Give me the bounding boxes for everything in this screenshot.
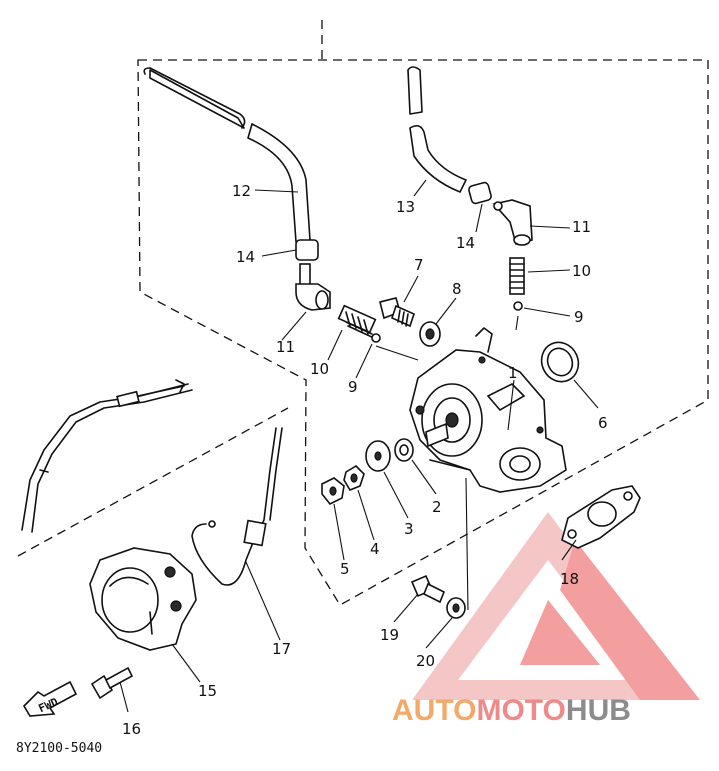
plate-washer-3 <box>365 440 391 472</box>
callout-20: 20 <box>416 652 435 670</box>
clamp-14-left <box>295 239 319 261</box>
callout-9-left: 9 <box>348 378 358 396</box>
callout-18: 18 <box>560 570 579 588</box>
callout-11-left: 11 <box>276 338 295 356</box>
bolt-7 <box>379 297 415 328</box>
watermark-logo-icon <box>412 512 700 700</box>
spring-10-left <box>337 304 377 339</box>
oil-seal-6 <box>540 341 580 383</box>
pump-cover-15 <box>89 547 197 651</box>
callout-19: 19 <box>380 626 399 644</box>
elbow-fitting-11-right <box>492 199 533 246</box>
callout-11-right: 11 <box>572 218 591 236</box>
callout-10-right: 10 <box>572 262 591 280</box>
clamp-14-right <box>468 181 492 205</box>
check-ball-9-right <box>513 301 523 311</box>
callout-8: 8 <box>452 280 462 298</box>
callout-2: 2 <box>432 498 442 516</box>
callout-7: 7 <box>414 256 424 274</box>
callout-17: 17 <box>272 640 291 658</box>
fwd-arrow-icon <box>22 680 78 717</box>
elbow-fitting-11-left <box>295 263 331 311</box>
callout-14-left: 14 <box>236 248 255 266</box>
watermark-hub: HUB <box>566 694 631 727</box>
oil-pump-body-1 <box>409 327 567 493</box>
washer-8 <box>419 321 441 347</box>
diagram-code: 8Y2100-5040 <box>16 741 102 756</box>
callout-3: 3 <box>404 520 414 538</box>
callout-6: 6 <box>598 414 608 432</box>
watermark-text: AUTOMOTOHUB <box>392 694 631 727</box>
nut-5 <box>321 477 345 506</box>
cable-section-boundary <box>17 407 289 557</box>
leader-lines <box>119 179 599 713</box>
callout-13: 13 <box>396 198 415 216</box>
pump-cable-17 <box>191 427 283 586</box>
callout-15: 15 <box>198 682 217 700</box>
hose-13 <box>407 66 467 193</box>
callout-1: 1 <box>508 364 518 382</box>
watermark-auto: AUTO <box>392 694 476 727</box>
callout-4: 4 <box>370 540 380 558</box>
washer-20 <box>446 597 466 619</box>
callout-12: 12 <box>232 182 251 200</box>
gasket-18 <box>561 485 641 549</box>
callout-5: 5 <box>340 560 350 578</box>
screw-16 <box>90 666 134 700</box>
watermark-moto: MOTO <box>476 694 565 727</box>
nut-4 <box>343 464 365 491</box>
callout-16: 16 <box>122 720 141 738</box>
hose-12 <box>143 67 311 243</box>
callout-9-right: 9 <box>574 308 584 326</box>
washer-2 <box>394 438 414 462</box>
spring-10-right <box>509 257 525 295</box>
check-ball-9-left <box>371 333 381 343</box>
callout-14-right: 14 <box>456 234 475 252</box>
bolt-19 <box>410 574 446 604</box>
pump-cable <box>21 379 193 533</box>
callout-10-left: 10 <box>310 360 329 378</box>
